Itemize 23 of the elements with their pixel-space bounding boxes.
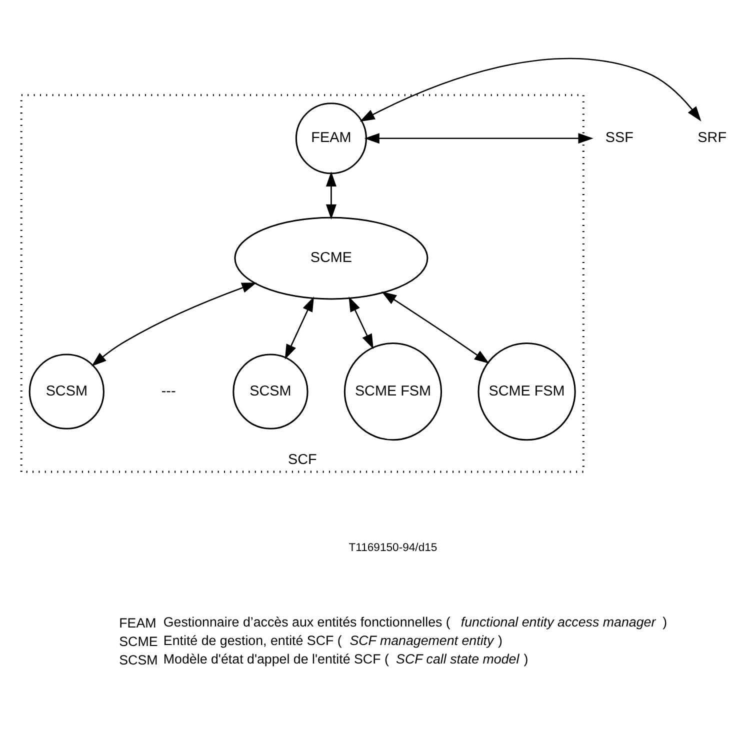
node-circle: SCME FSM	[477, 342, 576, 441]
label: Gestionnaire d’accès aux entités fonctionnelles (functional entity access manager)	[162, 614, 667, 630]
arrow	[380, 291, 489, 364]
node-ellipse: SCME	[234, 216, 428, 300]
node-circle: SCSM	[232, 354, 308, 430]
label: SCME	[118, 634, 158, 650]
node-circle: SCSM	[28, 354, 104, 430]
label: Entité de gestion, entité SCF (SCF management entity)	[162, 633, 502, 648]
arrow	[348, 296, 373, 350]
arrow	[284, 296, 314, 360]
label: Modèle d'état d'appel de l'entité SCF (SCF call state model)	[162, 652, 528, 667]
arrow	[325, 171, 336, 220]
arrow	[359, 58, 701, 122]
label: T1169150-94/d15	[348, 542, 437, 554]
node-text: SRF	[697, 130, 726, 146]
label: ---	[160, 383, 176, 400]
label: SCSM	[118, 652, 158, 668]
node-circle: FEAM	[294, 102, 366, 174]
node-circle: SCME FSM	[343, 342, 442, 441]
arrow	[90, 282, 256, 366]
label: FEAM	[118, 616, 156, 631]
arrow	[364, 133, 593, 144]
node-text: SSF	[604, 130, 633, 146]
